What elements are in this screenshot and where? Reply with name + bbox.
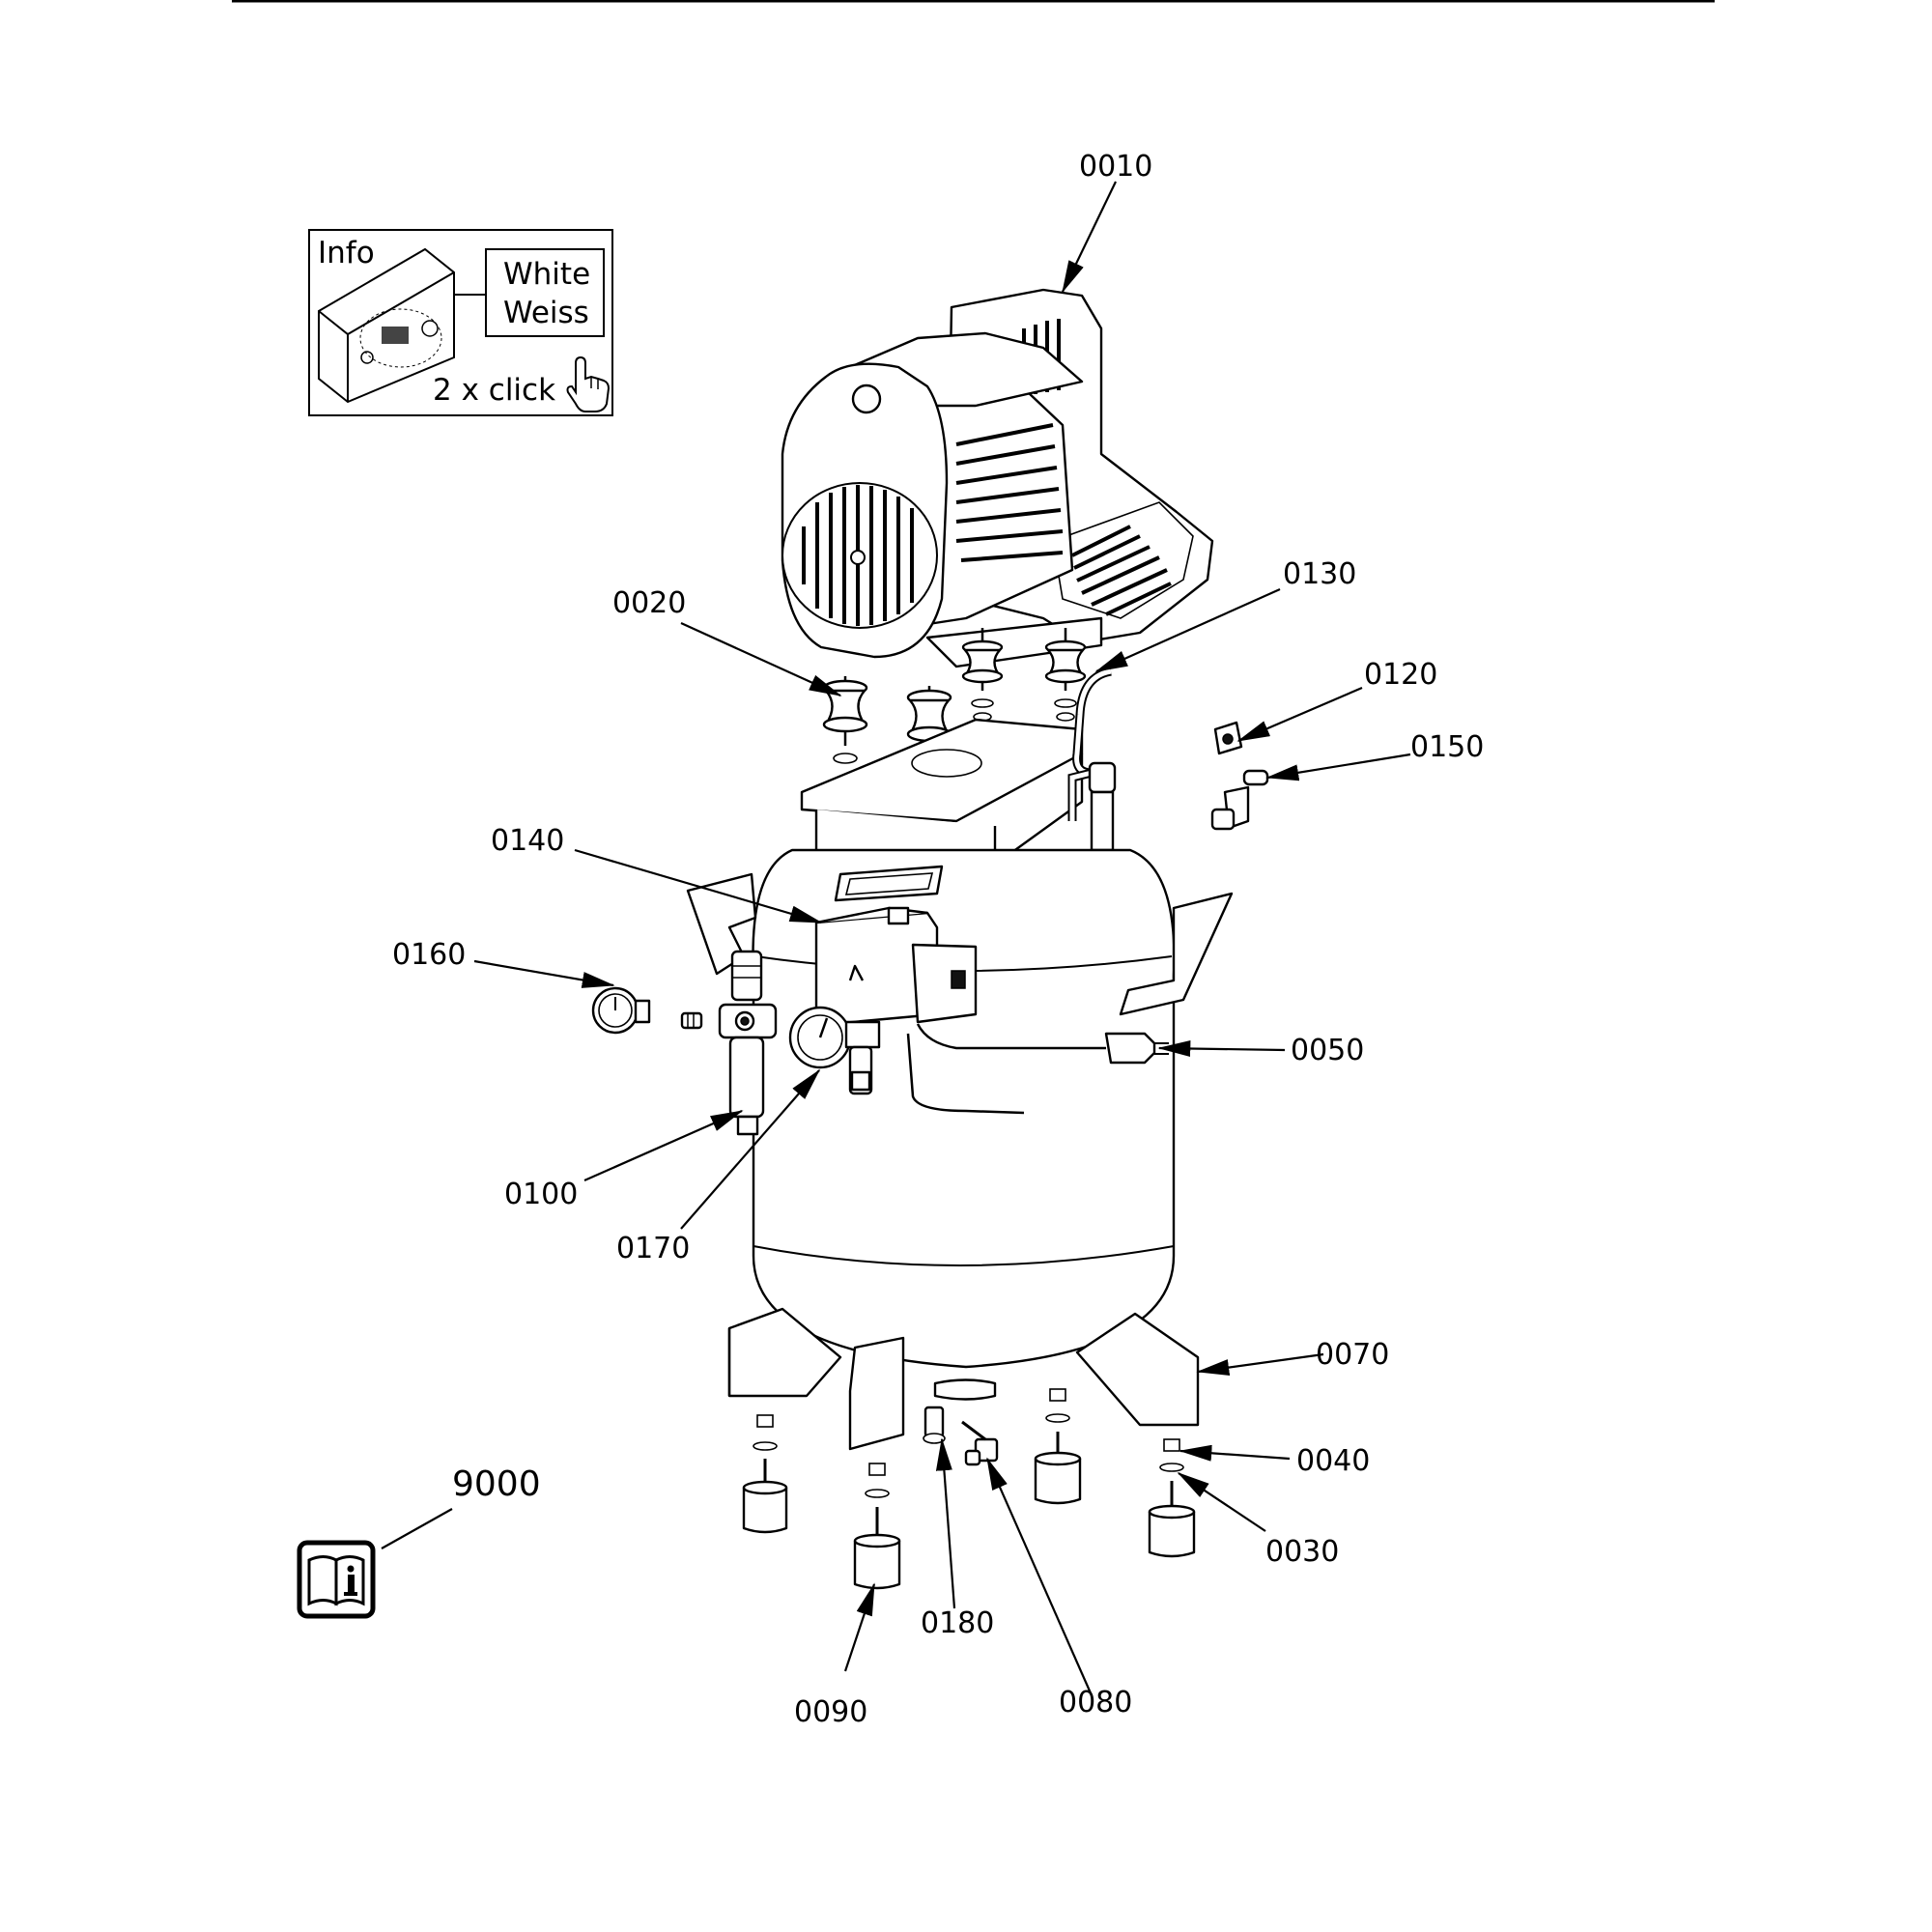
rubber-foot [1034,1388,1082,1505]
air-tank [686,848,1234,1369]
vibration-mount [822,676,868,764]
pressure-switch [814,906,1087,1115]
anti-vibration-mounts [822,628,1087,764]
rubber-foot [1148,1438,1196,1558]
pointer-hand-icon [566,355,611,412]
rubber-foot [742,1414,788,1534]
callout-0020: 0020 [612,586,686,620]
info-box[interactable]: Info White Weiss 2 x click [308,229,613,416]
pressure-pipe [1067,667,1117,852]
callout-0080: 0080 [1059,1686,1132,1719]
callout-0100: 0100 [504,1178,578,1211]
callout-0170: 0170 [616,1232,690,1265]
rubber-feet [742,1388,1196,1590]
callout-0030: 0030 [1265,1535,1339,1569]
cylinder-head-fins [1052,501,1194,619]
fitting-0120 [1213,721,1243,755]
leader-lines [381,181,1411,1696]
callout-0070: 0070 [1316,1338,1389,1372]
color-label-white: White [503,257,590,292]
motor-compressor-unit [781,288,1214,668]
info-box-thumbnail-icon [318,247,455,404]
callout-0180: 0180 [921,1606,994,1640]
mounting-plate [800,718,1084,867]
drain-valve-0080 [961,1420,999,1466]
rubber-foot [853,1463,901,1590]
callout-0140: 0140 [491,824,564,858]
info-box-title: Info [318,236,375,270]
fitting-0150 [1210,769,1269,831]
pressure-gauge-large [788,1006,881,1095]
callout-0050: 0050 [1291,1034,1364,1067]
vibration-mount [961,628,1004,722]
callout-0040: 0040 [1296,1444,1370,1478]
callout-0120: 0120 [1364,658,1437,692]
motor-body-ribs [955,423,1064,562]
vibration-mount [1044,628,1087,722]
color-label-weiss: Weiss [503,296,589,330]
filter-regulator [718,950,778,1136]
pressure-gauge-small [591,986,651,1035]
callout-labels: 0010 0020 0130 0120 0150 0140 0160 0050 … [392,150,1484,1729]
callout-0160: 0160 [392,938,466,972]
callout-0090: 0090 [794,1695,867,1729]
drain-valve-0180 [923,1406,946,1444]
tank-feet [727,1307,1200,1451]
callout-0130: 0130 [1283,557,1356,591]
manual-info-book-icon[interactable] [297,1540,376,1619]
double-click-hint: 2 x click [433,373,555,408]
callout-0010: 0010 [1079,150,1152,184]
small-fitting [680,1011,703,1030]
color-code-box [485,248,605,337]
callout-0150: 0150 [1410,730,1484,764]
callout-9000: 9000 [452,1464,541,1504]
fan-grille [781,482,938,629]
